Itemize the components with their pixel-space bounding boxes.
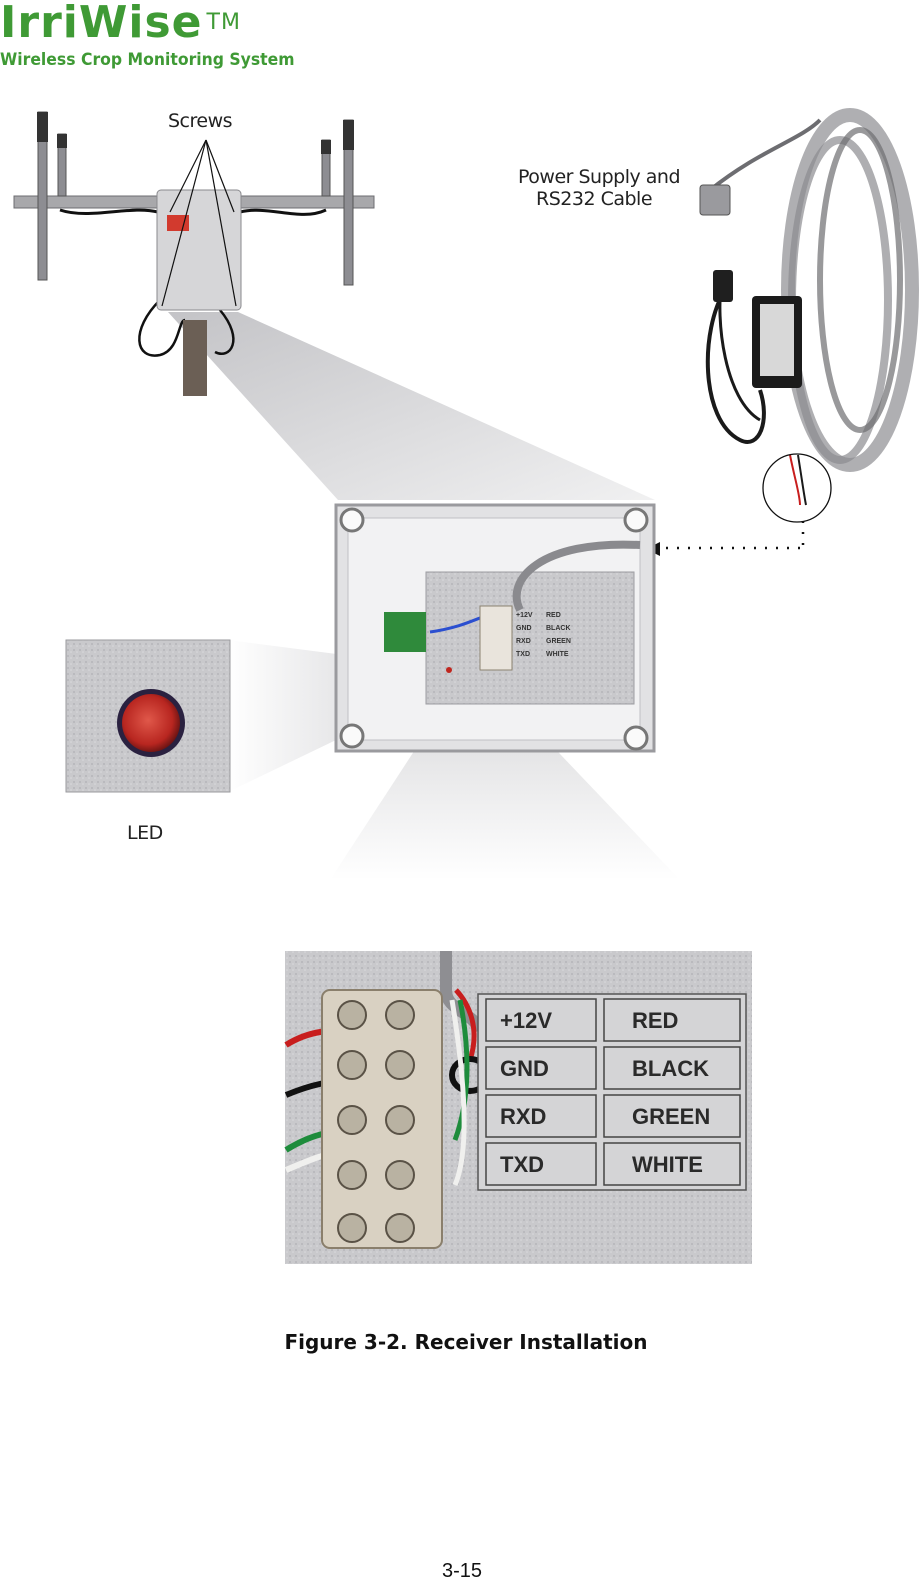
screws-callout: Screws bbox=[168, 110, 233, 132]
projection-cone-terminal bbox=[330, 670, 680, 880]
power-supply-callout-line2: RS232 Cable bbox=[536, 188, 653, 210]
terminal-signal-12v: +12V bbox=[500, 1008, 552, 1033]
power-supply-callout: Power Supply and RS232 Cable bbox=[518, 166, 698, 210]
brand-tagline: Wireless Crop Monitoring System bbox=[0, 50, 295, 70]
antenna-assembly bbox=[13, 111, 375, 396]
projection-cone-box bbox=[168, 312, 655, 500]
terminal-wire-green: GREEN bbox=[632, 1104, 711, 1129]
led-closeup bbox=[65, 639, 231, 793]
trademark: TM bbox=[206, 10, 241, 35]
terminal-signal-gnd: GND bbox=[500, 1056, 549, 1081]
terminal-signal-rxd: RXD bbox=[500, 1104, 547, 1129]
power-supply-cable bbox=[646, 108, 919, 556]
page-number: 3-15 bbox=[441, 1560, 483, 1582]
terminal-wire-red: RED bbox=[632, 1008, 679, 1033]
terminal-signal-txd: TXD bbox=[500, 1152, 544, 1177]
terminal-wire-black: BLACK bbox=[632, 1056, 709, 1081]
receiver-box-open bbox=[334, 503, 656, 753]
terminal-wire-white: WHITE bbox=[632, 1152, 703, 1177]
led-callout: LED bbox=[127, 822, 163, 844]
terminal-block-closeup bbox=[284, 951, 752, 1264]
power-supply-callout-line1: Power Supply and bbox=[518, 166, 681, 188]
figure-caption: Figure 3-2. Receiver Installation bbox=[284, 1330, 648, 1354]
brand-name: IrriWise bbox=[0, 0, 203, 48]
